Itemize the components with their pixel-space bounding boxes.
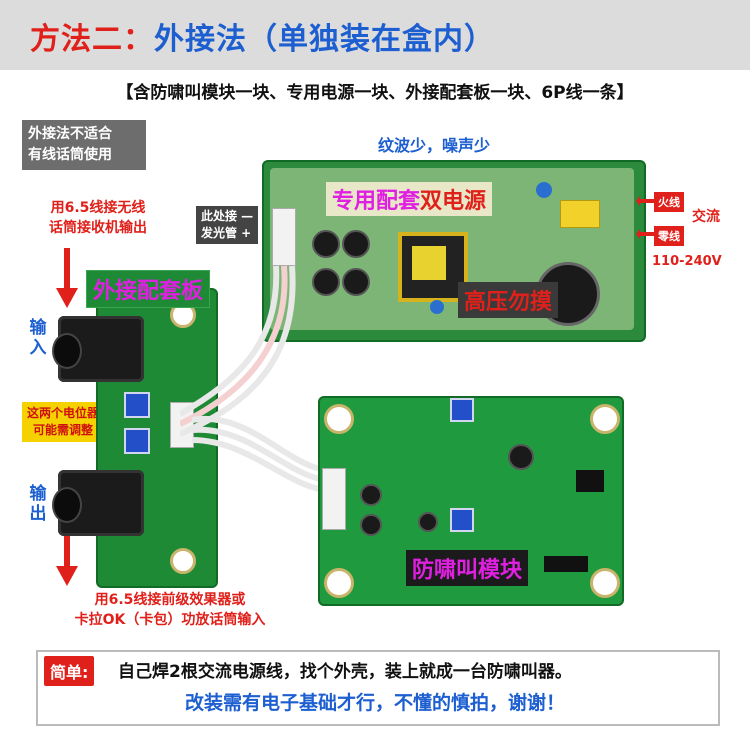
- simple-tag: 简单:: [44, 656, 95, 686]
- led-note-line-2: 发光管 +: [201, 226, 252, 240]
- wired-mic-warning: 外接法不适合 有线话筒使用: [22, 120, 146, 170]
- led-note: 此处接 — 发光管 +: [196, 206, 259, 244]
- trim-potentiometer[interactable]: [124, 392, 150, 418]
- output-arrow-icon: [56, 530, 78, 586]
- output-hint: 用6.5线接前级效果器或 卡拉OK（卡包）功放话筒输入: [20, 590, 320, 630]
- title-method: 方法二：: [30, 22, 154, 57]
- voltage-label: 110-240V: [652, 254, 722, 269]
- footer-line-2: 改装需有电子基础才行，不懂的慎拍，谢谢！: [184, 692, 565, 714]
- input-jack-socket: [52, 333, 82, 369]
- mounting-hole: [170, 548, 196, 574]
- title-description: 外接法（单独装在盒内）: [154, 22, 495, 57]
- input-label-char-2: 入: [29, 338, 47, 358]
- capacitor: [342, 230, 370, 258]
- module-capacitor: [360, 514, 382, 536]
- footer-box: [36, 650, 720, 726]
- live-wire-tag: 火线: [654, 192, 684, 212]
- ceramic-capacitor: [430, 300, 444, 314]
- mounting-hole: [324, 404, 354, 434]
- mounting-hole: [590, 404, 620, 434]
- output-jack-socket: [52, 487, 82, 523]
- package-contents: 【含防啸叫模块一块、专用电源一块、外接配套板一块、6P线一条】: [116, 83, 634, 103]
- input-label: 输 入: [26, 318, 50, 358]
- capacitor: [342, 268, 370, 296]
- anti-howl-module-label: 防啸叫模块: [406, 550, 529, 586]
- input-arrow-icon: [56, 248, 78, 308]
- pot-note-line-2: 可能需调整: [33, 423, 94, 437]
- led-note-line-1: 此处接 —: [201, 209, 254, 223]
- transformer-core: [412, 246, 446, 280]
- capacitor: [312, 268, 340, 296]
- potentiometer-note: 这两个电位器 可能需调整: [22, 402, 105, 442]
- ripple-note: 纹波少，噪声少: [378, 136, 491, 155]
- capacitor: [312, 230, 340, 258]
- footer-line-1: 自己焊2根交流电源线，找个外壳，装上就成一台防啸叫器。: [118, 662, 572, 682]
- power-supply-label-part-1: 专用配套: [332, 189, 421, 214]
- module-potentiometer[interactable]: [450, 398, 474, 422]
- input-label-char-1: 输: [29, 318, 47, 338]
- output-label: 输 出: [26, 484, 50, 524]
- trim-potentiometer[interactable]: [124, 428, 150, 454]
- x-capacitor: [560, 200, 600, 228]
- wire-arrows-icon: [636, 196, 656, 239]
- external-board-label: 外接配套板: [86, 270, 211, 308]
- ribbon-cable: [180, 265, 331, 493]
- ceramic-capacitor: [536, 182, 552, 198]
- output-label-char-2: 出: [29, 504, 47, 524]
- ac-label: 交流: [692, 209, 720, 225]
- module-connector: [322, 468, 346, 530]
- mounting-hole: [324, 568, 354, 598]
- input-hint: 用6.5线接无线 话筒接收机输出: [18, 198, 178, 238]
- power-supply-label: 专用配套双电源: [326, 182, 493, 216]
- power-connector: [272, 208, 296, 266]
- module-capacitor: [508, 444, 534, 470]
- pot-note-line-1: 这两个电位器: [27, 406, 100, 420]
- power-supply-label-part-2: 双电源: [420, 189, 487, 214]
- input-hint-line-2: 话筒接收机输出: [49, 220, 147, 236]
- page-title: 方法二：外接法（单独装在盒内）: [30, 14, 495, 58]
- output-hint-line-2: 卡拉OK（卡包）功放话筒输入: [74, 612, 266, 628]
- mounting-hole: [590, 568, 620, 598]
- ic-chip: [544, 556, 588, 572]
- output-label-char-1: 输: [29, 484, 47, 504]
- module-capacitor: [418, 512, 438, 532]
- neutral-wire-tag: 零线: [654, 226, 684, 246]
- ic-chip: [576, 470, 604, 492]
- warning-line-1: 外接法不适合: [28, 126, 112, 142]
- input-hint-line-1: 用6.5线接无线: [50, 200, 146, 216]
- output-hint-line-1: 用6.5线接前级效果器或: [94, 592, 246, 608]
- module-potentiometer[interactable]: [450, 508, 474, 532]
- module-capacitor: [360, 484, 382, 506]
- header-bar: [0, 0, 750, 70]
- high-voltage-warning: 高压勿摸: [458, 282, 559, 318]
- warning-line-2: 有线话筒使用: [28, 147, 112, 163]
